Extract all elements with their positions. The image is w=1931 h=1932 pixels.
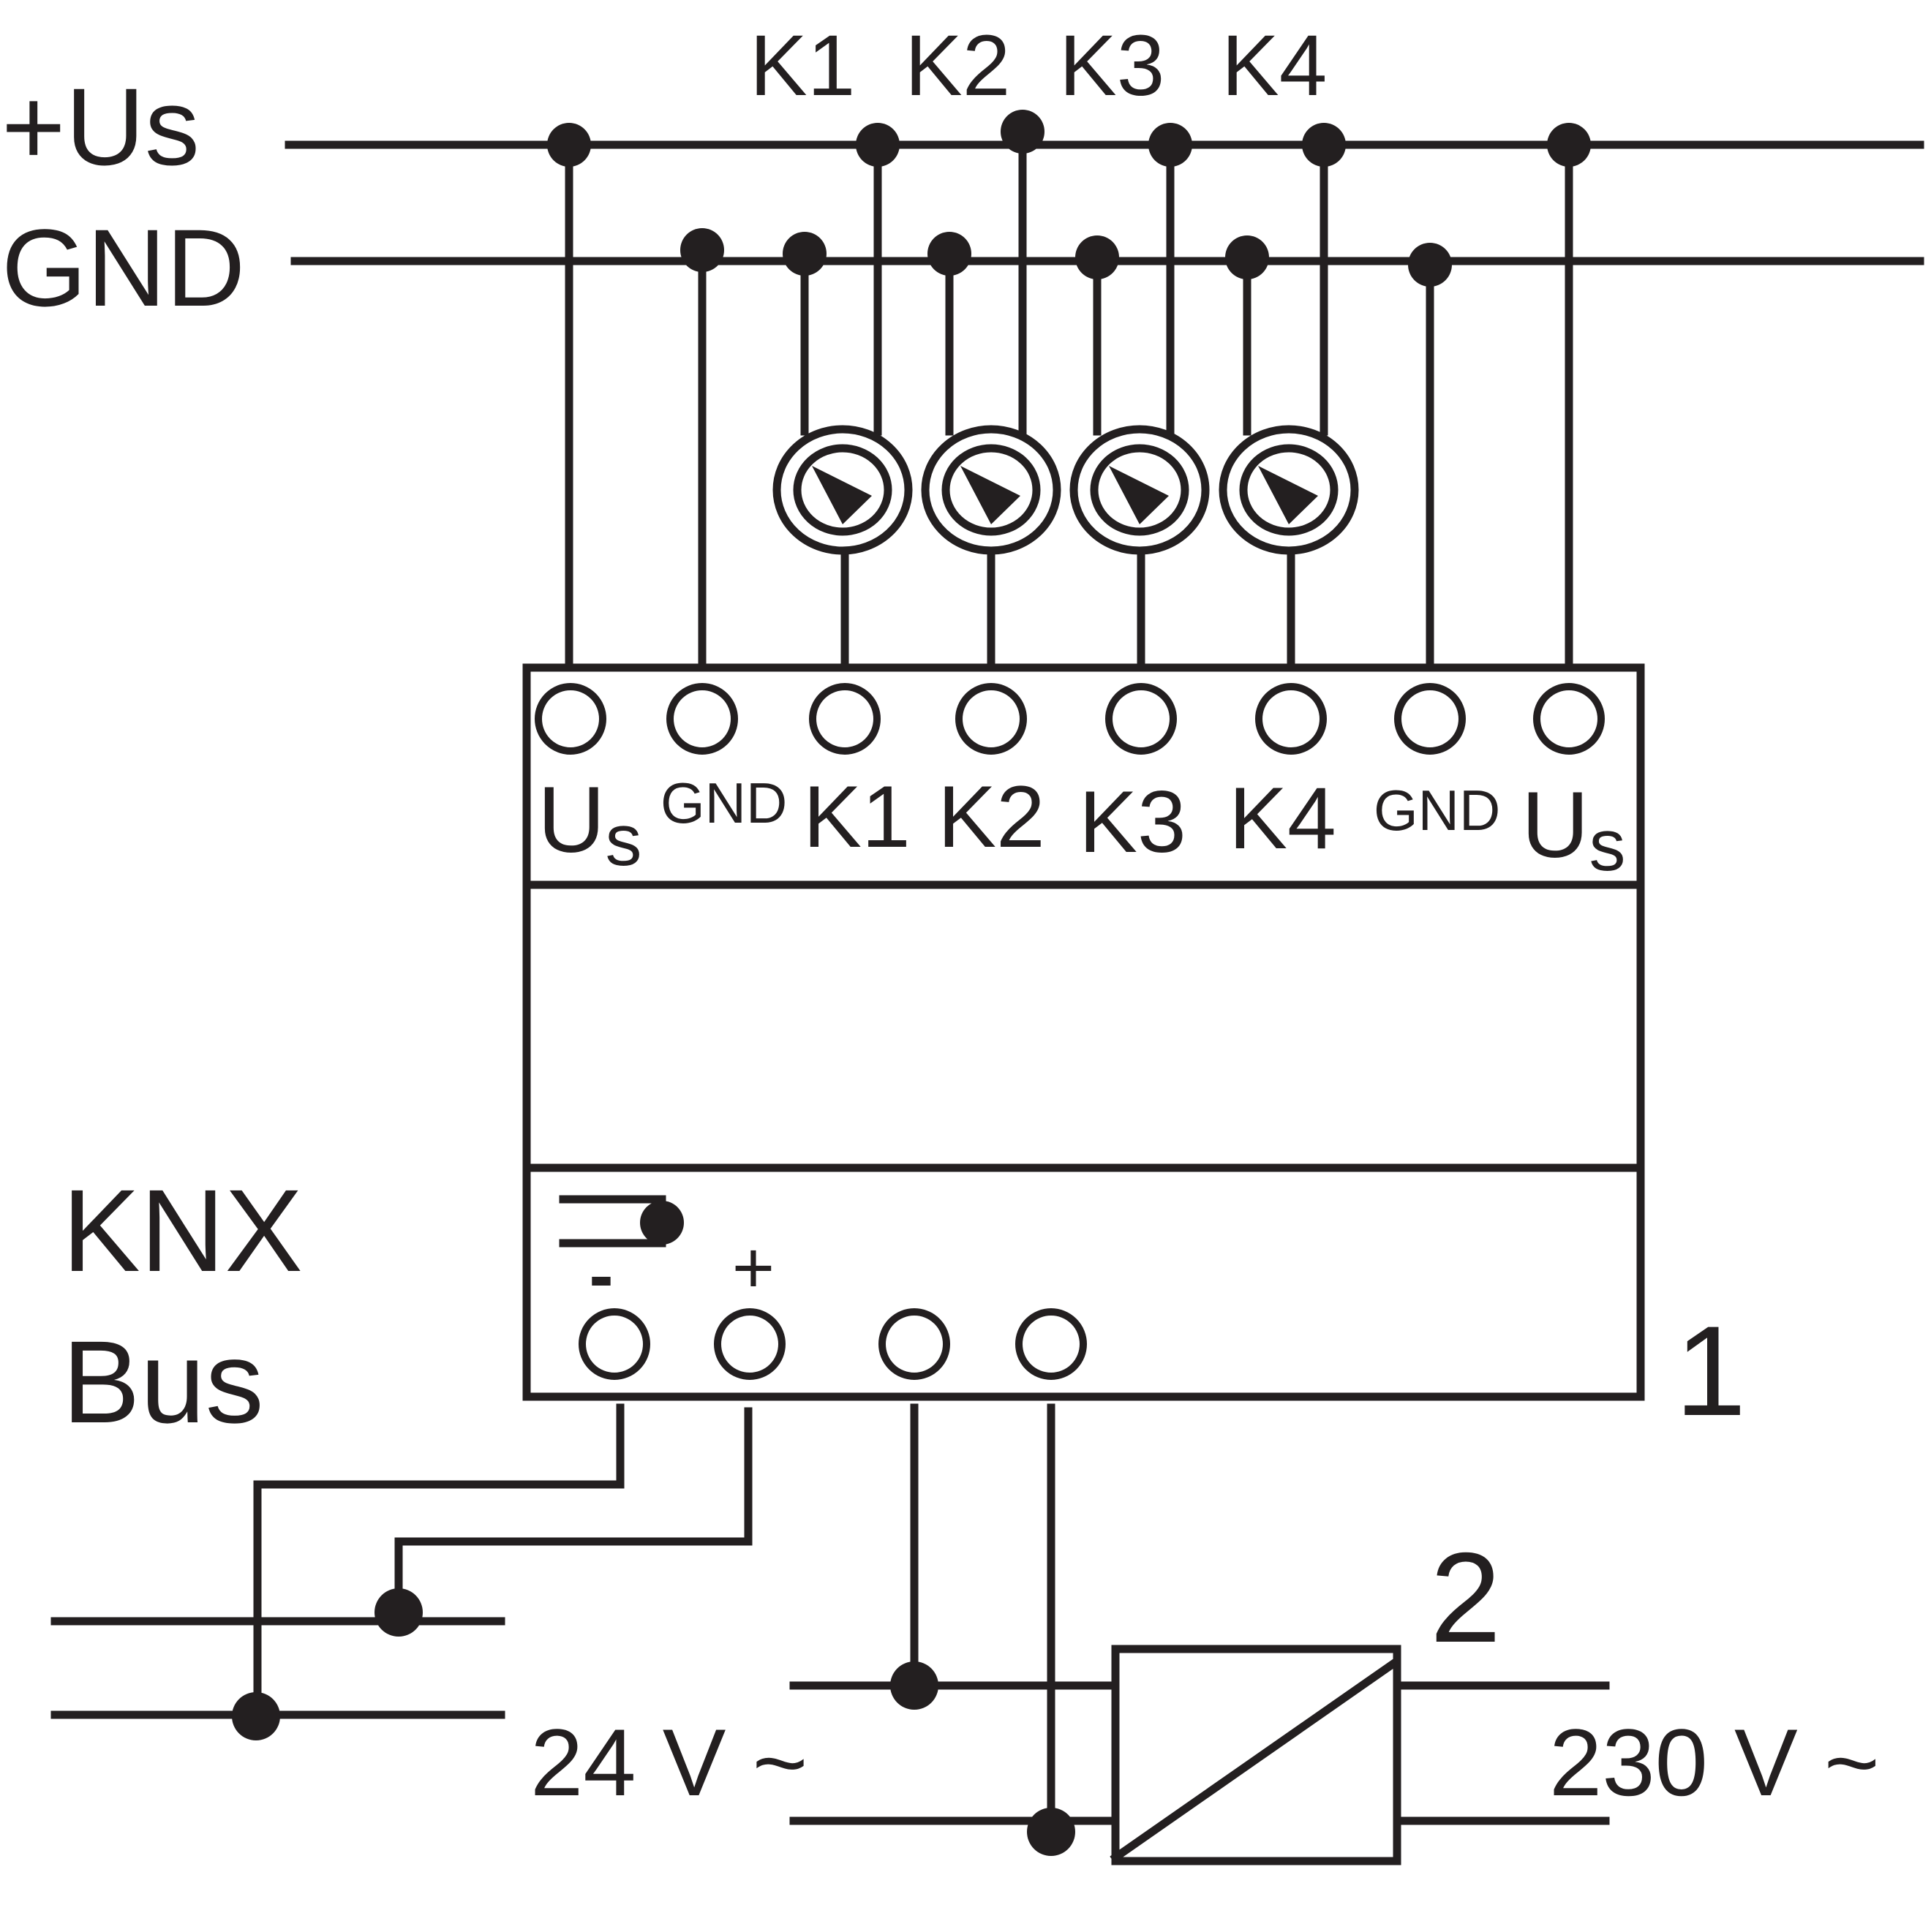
arrow-icon: [812, 466, 872, 524]
junction-dot: [783, 232, 827, 276]
plus-us-rail-label: +Us: [1, 65, 200, 188]
terminal-label-us-right: Us: [1521, 773, 1625, 886]
device-terminal-labels: Us GND K1 K2 K3 K4 GND Us: [538, 768, 1625, 886]
terminal-k3: [1105, 683, 1177, 755]
junction-dot: [1001, 110, 1044, 154]
terminal-bus-plus: [714, 1308, 786, 1380]
junction-dot: [1075, 235, 1119, 279]
junction-dot: [927, 232, 971, 276]
junction-dot: [890, 1661, 938, 1710]
junction-dot: [232, 1692, 280, 1740]
transformer-diagonal: [1110, 1658, 1399, 1863]
rail-junction-dots: [547, 110, 1591, 287]
top-label-k2: K2: [905, 18, 1010, 114]
transformer-callout-number: 2: [1430, 1527, 1501, 1669]
junction-dot: [1027, 1808, 1075, 1856]
terminal-k4: [1255, 683, 1327, 755]
supply-wiring: [789, 1403, 1610, 1856]
bus-symbol-dot: [640, 1201, 684, 1245]
arrow-icon: [1258, 466, 1318, 524]
terminal-power-2: [1015, 1308, 1087, 1380]
primary-voltage-label: 230 V ~: [1549, 1709, 1880, 1816]
terminal-label-gnd-right: GND: [1374, 778, 1500, 842]
arrow-icon: [1109, 466, 1169, 524]
rail-drop-wires: [565, 140, 1573, 670]
transformer-box: [1111, 1645, 1401, 1865]
device-input-terminals: [535, 683, 1605, 755]
knx-label: KNX: [62, 1165, 303, 1296]
junction-dot: [547, 123, 591, 167]
terminal-gnd-left: [666, 683, 738, 755]
device-outline: [522, 663, 1645, 1401]
arrow-icon: [960, 466, 1020, 524]
junction-dot: [1225, 235, 1269, 279]
terminal-label-gnd-left: GND: [660, 771, 787, 835]
bus-minus-wire: [253, 1403, 625, 1719]
top-label-k1: K1: [750, 18, 855, 114]
terminal-k2: [955, 683, 1027, 755]
terminal-label-k3: K3: [1079, 773, 1186, 871]
bus-plus-wire: [394, 1407, 753, 1619]
contact-k1: [772, 425, 913, 555]
terminal-us-right: [1533, 683, 1605, 755]
contact-k2: [921, 425, 1061, 555]
contact-symbols: [772, 425, 1359, 555]
secondary-voltage-label: 24 V ~: [530, 1709, 808, 1816]
terminal-label-us-left: Us: [538, 768, 641, 881]
contact-k3: [1069, 425, 1210, 555]
terminal-gnd-right: [1394, 683, 1466, 755]
transformer: [1110, 1645, 1401, 1865]
terminal-bus-minus: [579, 1308, 650, 1380]
contact-k4: [1219, 425, 1359, 555]
terminal-k1: [809, 683, 881, 755]
terminal-label-k4: K4: [1229, 769, 1336, 867]
terminal-power-1: [878, 1308, 950, 1380]
bus-minus-sign: -: [589, 1234, 613, 1316]
terminal-label-k2: K2: [938, 768, 1045, 866]
terminal-label-k1: K1: [803, 768, 911, 866]
top-label-k3: K3: [1059, 18, 1164, 114]
junction-dot: [680, 228, 724, 272]
junction-dot: [1547, 123, 1591, 167]
junction-dot: [856, 123, 900, 167]
device-callout-number: 1: [1675, 1300, 1746, 1443]
gnd-rail-label: GND: [1, 206, 245, 329]
junction-dot: [1302, 123, 1346, 167]
bus-wiring: [50, 1403, 753, 1740]
bus-label: Bus: [62, 1316, 264, 1447]
bus-plus-sign: +: [732, 1227, 775, 1309]
knx-bus-connector: - +: [559, 1195, 1087, 1380]
junction-dot: [1148, 123, 1192, 167]
junction-dot: [374, 1588, 423, 1637]
junction-dot: [1408, 243, 1452, 287]
top-contact-labels: K1 K2 K3 K4: [750, 18, 1327, 114]
device-housing: [522, 663, 1645, 1401]
terminal-us-left: [535, 683, 606, 755]
top-label-k4: K4: [1222, 18, 1327, 114]
